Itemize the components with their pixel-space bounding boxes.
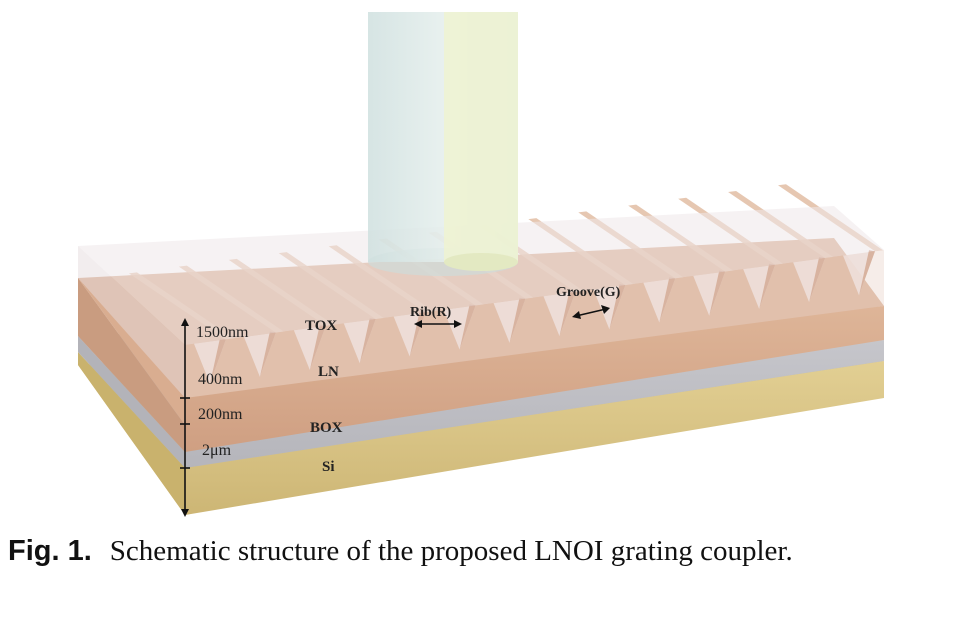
groove-side bbox=[359, 318, 376, 364]
tox-layer bbox=[78, 206, 884, 398]
groove-label: Groove(G) bbox=[556, 285, 621, 300]
groove-side bbox=[559, 290, 576, 337]
figure-caption: Fig. 1. Schematic structure of the propos… bbox=[8, 531, 958, 571]
groove-side bbox=[809, 257, 826, 303]
groove-arrow bbox=[572, 305, 610, 319]
layer-si-label: Si bbox=[322, 459, 335, 475]
caption-text: Schematic structure of the proposed LNOI… bbox=[109, 535, 793, 567]
fiber-core bbox=[444, 12, 518, 262]
groove-side bbox=[509, 297, 526, 343]
layer-box-label: BOX bbox=[310, 420, 343, 436]
groove-side bbox=[309, 324, 326, 371]
dim-ln: 400nm bbox=[198, 371, 243, 388]
dim-box: 200nm bbox=[198, 406, 243, 423]
groove-side bbox=[609, 284, 626, 330]
groove-side bbox=[209, 338, 226, 384]
rib-label: Rib(R) bbox=[410, 305, 452, 320]
groove-side bbox=[859, 250, 876, 296]
groove-side bbox=[659, 277, 676, 323]
optical-fiber bbox=[368, 12, 518, 276]
layer-ln-label: LN bbox=[318, 364, 339, 380]
lnoi-grating-schematic: 1500nm 400nm 200nm 2μm TOX LN BOX Si Rib… bbox=[78, 12, 884, 517]
groove-side bbox=[459, 304, 476, 350]
groove-side bbox=[759, 263, 776, 309]
figure-number: Fig. 1. bbox=[8, 535, 92, 567]
groove-side bbox=[709, 270, 726, 316]
layer-tox-label: TOX bbox=[305, 318, 337, 334]
dim-tox: 1500nm bbox=[196, 324, 249, 341]
dim-si: 2μm bbox=[202, 442, 232, 459]
rib-arrow bbox=[414, 320, 462, 328]
groove-side bbox=[259, 331, 276, 377]
dimension-markers bbox=[180, 318, 190, 517]
